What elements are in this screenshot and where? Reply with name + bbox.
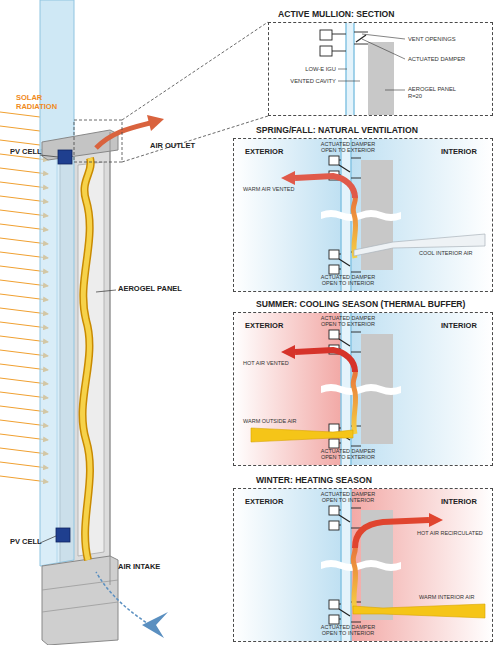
air-outlet-arrow: [96, 123, 150, 148]
summer-section: [353, 370, 356, 434]
detail-callout: [122, 22, 268, 120]
part-label: ACTUATED DAMPER: [408, 56, 488, 63]
summer-section: [321, 313, 401, 465]
panel-box: SUMMER: COOLING SEASON (THERMAL BUFFER): [233, 312, 493, 466]
winter-section: [321, 489, 401, 641]
section-drawing: [320, 46, 332, 56]
leader-line: [40, 155, 116, 543]
air-intake-arrow: [96, 572, 150, 625]
leader-line: [40, 536, 56, 543]
part-label: SOLAR RADIATION: [16, 94, 66, 111]
part-label: LOW-E IGU: [286, 66, 336, 73]
mullion-body: [57, 150, 58, 564]
air-flow: [83, 158, 91, 560]
winter-section: [234, 489, 492, 641]
section-drawing: [356, 35, 366, 42]
part-label: ACTUATED DAMPER OPEN TO EXTERIOR: [313, 448, 383, 461]
leader-line: [362, 34, 405, 39]
leader-line: [96, 290, 116, 292]
part-label: ACTUATED DAMPER OPEN TO EXTERIOR: [313, 141, 383, 154]
spring-section: [281, 171, 295, 185]
mullion-body: [42, 602, 118, 612]
panel-heading: WINTER: HEATING SEASON: [256, 475, 372, 485]
spring-section: [353, 196, 356, 258]
mullion-body: [42, 130, 118, 160]
section-drawing: [346, 23, 354, 115]
pv-cell: [58, 150, 72, 164]
mullion-body: [40, 146, 74, 566]
mullion-body: [42, 556, 118, 645]
part-label: EXTERIOR: [245, 498, 305, 507]
summer-section: [295, 350, 355, 372]
part-label: INTERIOR: [441, 498, 491, 507]
part-label: HOT AIR RECIRCULATED: [417, 530, 492, 536]
section-drawing: [320, 30, 332, 40]
part-label: ACTUATED DAMPER OPEN TO INTERIOR: [313, 491, 383, 504]
mullion-body: [110, 132, 111, 585]
part-label: INTERIOR: [441, 322, 491, 331]
spring-section: [295, 176, 355, 198]
leader-line: [385, 90, 405, 91]
part-label: PV CELL: [10, 148, 50, 157]
detail-callout: [74, 120, 122, 162]
part-label: EXTERIOR: [245, 322, 305, 331]
part-label: AIR INTAKE: [118, 563, 178, 572]
panel-heading: SPRING/FALL: NATURAL VENTILATION: [256, 125, 418, 135]
winter-section: [429, 513, 443, 527]
spring-section: [321, 139, 401, 291]
part-label: HOT AIR VENTED: [243, 360, 313, 366]
panel-heading: SUMMER: COOLING SEASON (THERMAL BUFFER): [256, 299, 465, 309]
leader-line: [338, 69, 347, 70]
section-drawing: [332, 32, 368, 51]
part-label: VENTED CAVITY: [276, 78, 336, 85]
part-label: VENT OPENINGS: [408, 36, 488, 43]
summer-section: [251, 428, 353, 442]
summer-section: [281, 345, 295, 359]
part-label: ACTUATED DAMPER OPEN TO INTERIOR: [313, 274, 383, 287]
mullion-body: [40, 0, 118, 645]
leader-line: [40, 155, 58, 157]
part-label: AEROGEL PANEL: [118, 285, 198, 294]
air-outlet-arrow: [147, 115, 164, 131]
part-label: WARM AIR VENTED: [243, 186, 313, 192]
part-label: COOL INTERIOR AIR: [419, 250, 489, 256]
panel-box: SPRING/FALL: NATURAL VENTILATION: [233, 138, 493, 292]
pv-cell: [56, 150, 72, 542]
panel-box: WINTER: HEATING SEASON: [233, 488, 493, 642]
leader-line: [338, 34, 405, 90]
part-label: ACTUATED DAMPER OPEN TO EXTERIOR: [313, 315, 383, 328]
part-label: WARM OUTSIDE AIR: [243, 418, 313, 424]
panel-heading: ACTIVE MULLION: SECTION: [278, 9, 395, 19]
air-intake-arrow: [142, 612, 168, 638]
summer-section: [234, 313, 492, 465]
part-label: AIR OUTLET: [150, 142, 210, 151]
winter-section: [353, 546, 356, 610]
part-label: EXTERIOR: [245, 148, 305, 157]
leader-line: [338, 81, 360, 82]
part-label: ACTUATED DAMPER OPEN TO INTERIOR: [313, 624, 383, 637]
part-label: AEROGEL PANEL R=20: [408, 86, 466, 99]
panel-box: ACTIVE MULLION: SECTION: [268, 22, 493, 116]
pv-cell: [56, 528, 70, 542]
air-intake-arrow: [96, 572, 168, 638]
part-label: INTERIOR: [441, 148, 491, 157]
part-label: WARM INTERIOR AIR: [419, 594, 489, 600]
air-flow: [83, 158, 91, 560]
air-flow: [83, 158, 91, 560]
section-drawing: [353, 23, 355, 115]
mullion-body: [40, 0, 74, 152]
part-label: PV CELL: [10, 538, 50, 547]
leader-line: [362, 39, 405, 59]
winter-section: [353, 604, 485, 618]
spring-section: [234, 139, 492, 291]
section-drawing: [368, 42, 394, 115]
